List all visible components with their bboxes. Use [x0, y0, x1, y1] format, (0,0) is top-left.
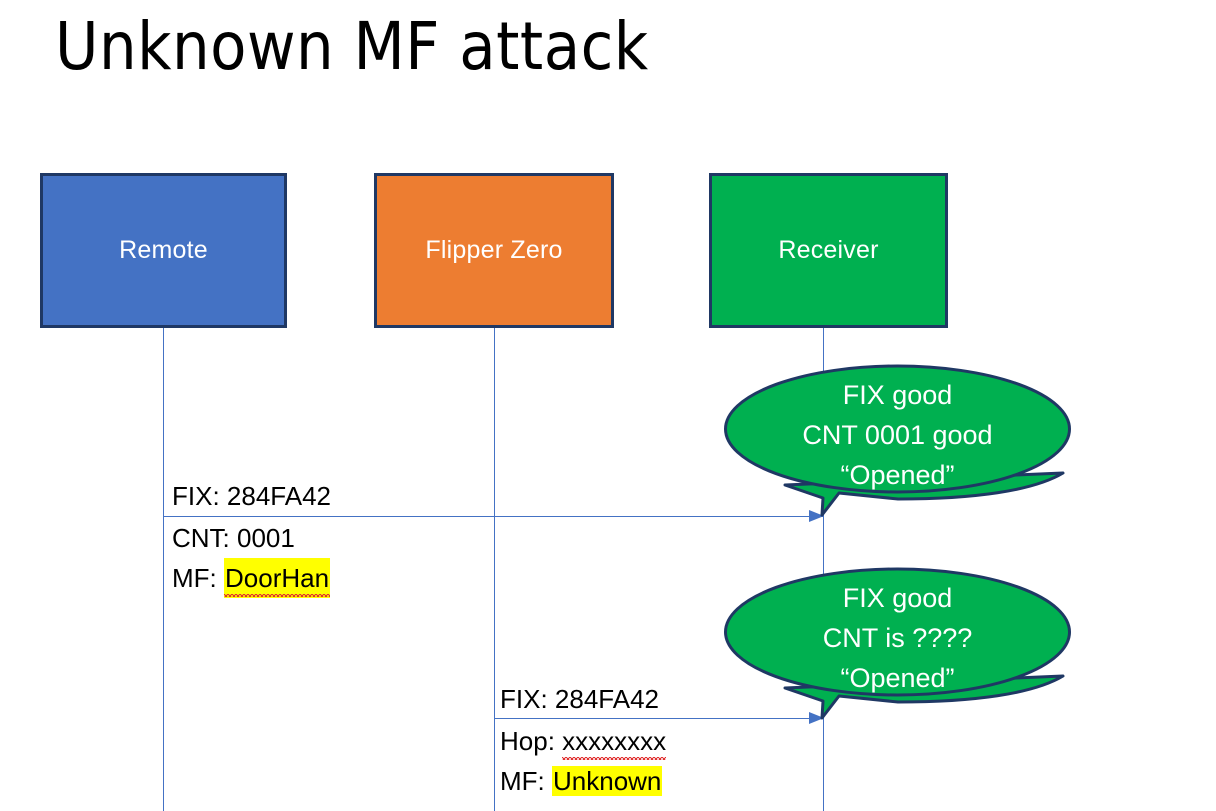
page-title: Unknown MF attack	[55, 8, 649, 85]
actor-label-receiver: Receiver	[778, 236, 879, 264]
actor-label-remote: Remote	[119, 236, 208, 264]
message-arrow-remote-to-receiver	[163, 510, 824, 522]
actor-box-receiver[interactable]: Receiver	[709, 173, 948, 328]
message-label-flipper-to-receiver: FIX: 284FA42 Hop: xxxxxxxx MF: Unknown	[500, 679, 667, 801]
message-arrow-flipper-to-receiver	[494, 712, 824, 724]
message-line-fix-value: 284FA42	[226, 481, 331, 511]
message2-line-hop-key: Hop:	[500, 726, 555, 756]
message2-line-hop: Hop: xxxxxxxx	[500, 721, 667, 761]
message-line-fix: FIX: 284FA42	[172, 476, 331, 516]
speech-bubble-receiver-response-2[interactable]: FIX good CNT is ???? “Opened”	[723, 566, 1072, 721]
message-line-cnt-key: CNT:	[172, 523, 230, 553]
message-label-remote-to-receiver: FIX: 284FA42 CNT: 0001 MF: DoorHan	[172, 476, 331, 598]
actor-label-flipper: Flipper Zero	[425, 236, 563, 264]
message-line-cnt: CNT: 0001	[172, 518, 331, 558]
message-line-fix-key: FIX:	[172, 481, 220, 511]
message-line-mf: MF: DoorHan	[172, 558, 331, 598]
message2-line-fix-value: 284FA42	[554, 684, 659, 714]
message2-line-mf-value: Unknown	[552, 766, 663, 796]
actor-box-flipper[interactable]: Flipper Zero	[374, 173, 614, 328]
speech-bubble-shape-2	[724, 567, 1071, 720]
speech-bubble-shape-1	[724, 364, 1071, 517]
message2-line-hop-value: xxxxxxxx	[562, 721, 667, 761]
message-line-mf-value: DoorHan	[224, 558, 331, 598]
lifeline-flipper	[494, 328, 495, 811]
lifeline-receiver	[823, 328, 824, 811]
message2-line-mf-key: MF:	[500, 766, 545, 796]
actor-box-remote[interactable]: Remote	[40, 173, 287, 328]
lifeline-remote	[163, 328, 164, 811]
speech-bubble-receiver-response-1[interactable]: FIX good CNT 0001 good “Opened”	[723, 363, 1072, 518]
message2-line-mf: MF: Unknown	[500, 761, 666, 801]
message2-line-fix: FIX: 284FA42	[500, 679, 666, 719]
message-line-cnt-value: 0001	[237, 523, 295, 553]
message2-line-fix-key: FIX:	[500, 684, 548, 714]
message-line-mf-key: MF:	[172, 563, 217, 593]
